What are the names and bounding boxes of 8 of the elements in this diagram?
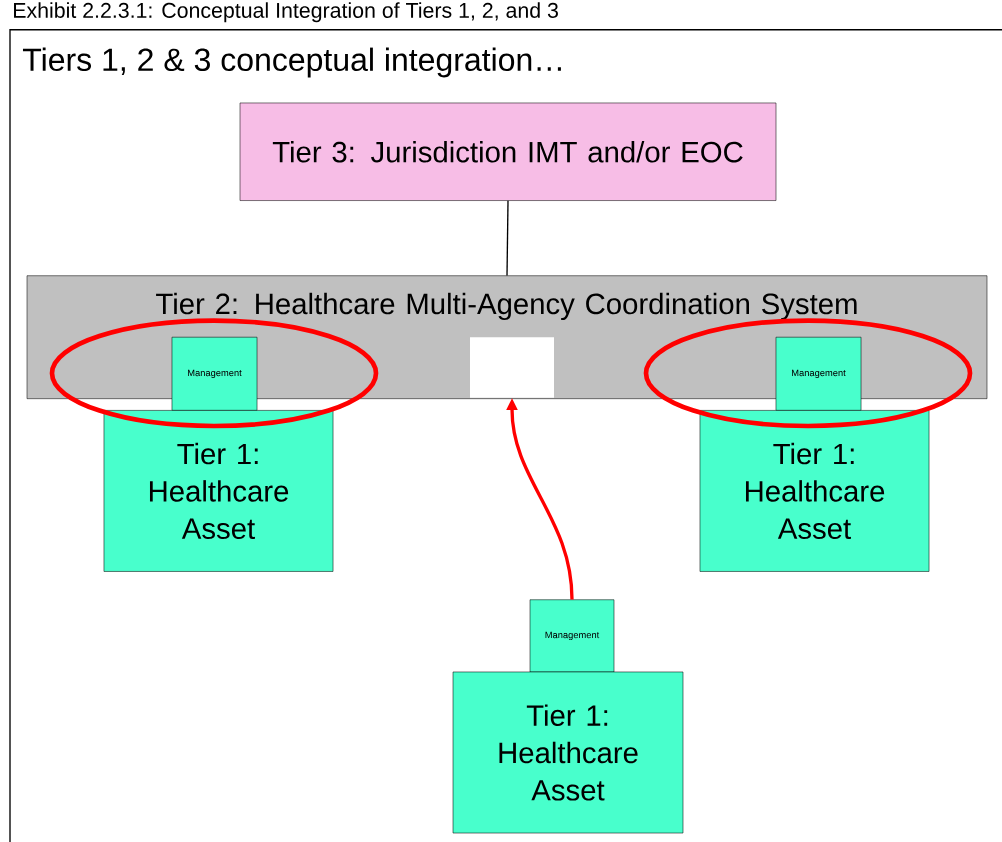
connector-line [506,200,509,277]
management-box: Management [529,599,615,673]
heading: Tiers 1, 2 & 3 conceptual integration… [23,47,561,78]
management-box: Management [775,336,862,411]
blank-box [470,337,554,398]
management-box: Management [171,336,258,411]
caption-text: Exhibit 2.2.3.1: Conceptual Integration of Tiers 1, 2, and 3 [14,2,558,23]
tier-box: Tier 3: Jurisdiction IMT and/or EOC [239,102,777,201]
